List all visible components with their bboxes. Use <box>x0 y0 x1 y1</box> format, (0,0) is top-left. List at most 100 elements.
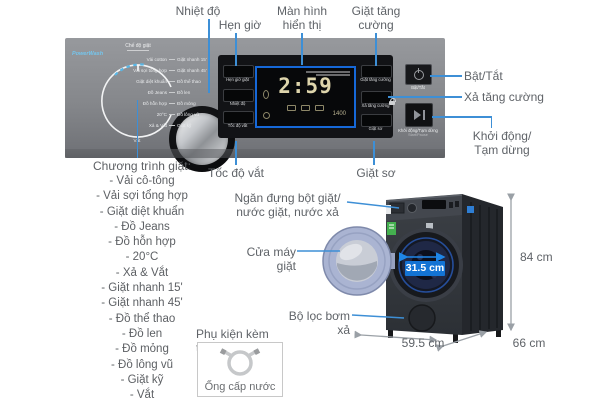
program-item: Giặt nhanh 15' <box>68 281 216 296</box>
callout-line-drawer <box>346 201 400 209</box>
callout-line-power <box>430 75 462 77</box>
machine-side <box>462 194 503 335</box>
callout-prewash: Giặt sơ <box>356 166 396 180</box>
program-item: Giặt diệt khuẩn <box>68 205 216 220</box>
extra-rinse-button <box>361 91 392 104</box>
program-item: Đồ len <box>68 327 216 342</box>
power-wash-button-label: Giặt tăng cường <box>360 77 391 82</box>
knob-callout-line <box>136 100 138 158</box>
program-item: Đồ thể thao <box>68 312 216 327</box>
prewash-button <box>361 114 392 127</box>
callout-drawer: Ngăn đựng bột giặt/ nước giặt, nước xả <box>230 191 345 219</box>
spin-button-label: Tốc độ vắt <box>227 123 248 128</box>
program-item: Giặt nhanh 45' <box>68 296 216 311</box>
power-icon-line <box>418 68 420 73</box>
accessory-box: Ống cấp nước <box>197 342 283 397</box>
extra-rinse-button-label: Xả tăng cường <box>361 103 390 108</box>
display-zone: Hẹn giờ giặt Nhiệt độ Tốc độ vắt 2:59 14… <box>218 55 393 138</box>
callout-line-timer <box>235 33 237 66</box>
cycle-icon <box>263 112 270 119</box>
callout-line-start-h <box>432 116 492 118</box>
lcd-spin-speed: 1400 <box>332 111 346 117</box>
temp-button-label: Nhiệt độ <box>229 101 246 106</box>
power-wash-button <box>361 65 392 78</box>
callout-extra-rinse: Xả tăng cường <box>464 90 544 104</box>
callout-display: Màn hình hiển thị <box>276 4 328 32</box>
prewash-button-label: Giặt sơ <box>368 126 383 131</box>
fineprint-line <box>306 71 350 73</box>
callout-temperature: Nhiệt độ <box>175 4 221 18</box>
lcd-display: 2:59 1400 <box>255 66 356 128</box>
temp-button <box>223 89 254 102</box>
callout-line-spin-speed <box>235 141 237 165</box>
callout-line-temperature <box>208 19 210 93</box>
lock-icon-body <box>389 101 395 105</box>
knob-label-sport: Đồ thể thao <box>169 79 201 84</box>
lock-icon <box>390 98 396 102</box>
callout-drawer-line1: Ngăn đựng bột giặt/ <box>234 191 341 205</box>
callout-line-prewash <box>373 141 375 165</box>
pump-filter <box>408 304 436 332</box>
program-item: Đồ Jeans <box>68 220 216 235</box>
depth-dimension: 66 cm <box>512 336 546 350</box>
callout-drawer-line2: nước giặt, nước xả <box>236 205 339 219</box>
door-diameter-badge: 31.5 cm <box>405 261 445 276</box>
accessory-item-label: Ống cấp nước <box>204 381 276 393</box>
callout-power: Bật/Tắt <box>464 69 503 83</box>
knob-label-mixed: Đồ hỗn hợp <box>143 101 175 106</box>
knob-label-delicate: Đồ mỏng <box>169 101 196 106</box>
width-arrow <box>354 330 438 344</box>
lcd-indicator <box>315 105 324 111</box>
mode-subtext-bar <box>127 49 149 51</box>
knob-label-quick15: Giặt nhanh 15' <box>169 57 207 62</box>
delay-button-label: Hẹn giờ giặt <box>226 77 249 82</box>
mini-knob <box>407 203 417 213</box>
program-item: Vải cô-tông <box>68 174 216 189</box>
program-list-title: Chương trình giặt: <box>93 159 191 173</box>
callout-line-extra-rinse <box>388 96 462 98</box>
callout-start-pause: Khởi động/ Tạm dừng <box>458 129 546 157</box>
callout-timer: Hẹn giờ <box>218 18 262 32</box>
start-pause-button <box>405 103 433 127</box>
lcd-indicator <box>301 105 310 111</box>
callout-line-start-v <box>490 116 492 128</box>
spec-badge <box>426 223 433 232</box>
lcd-time: 2:59 <box>278 74 333 98</box>
knob-label-rinse-spin: Xả & Vắt <box>149 123 175 128</box>
machine-foot <box>496 329 501 337</box>
callout-power-wash: Giặt tăng cường <box>351 4 401 32</box>
brand-badge <box>467 206 474 213</box>
program-item: Xả & Vắt <box>68 266 216 281</box>
play-icon <box>414 110 421 120</box>
height-dimension: 84 cm <box>520 250 553 264</box>
program-item: Đồ mỏng <box>68 342 216 357</box>
knob-mode-title: Chế độ giặt <box>125 43 151 49</box>
program-item: Giặt kỹ <box>68 373 216 388</box>
mini-display <box>422 200 446 209</box>
knob-label-hygiene: Giặt diệt khuẩn <box>136 79 175 84</box>
powerwash-logo: PowerWash <box>72 51 104 57</box>
knob-label-20c: 20°C <box>157 112 175 117</box>
control-panel: PowerWash Chế độ giặt Vải cotton Vải sợi… <box>65 38 445 172</box>
depth-arrow <box>435 330 488 352</box>
program-item: Đồ lông vũ <box>68 358 216 373</box>
lcd-indicator <box>287 105 296 111</box>
callout-start-line1: Khởi động/ <box>472 129 532 143</box>
knob-label-intensive: Giặt kỹ <box>169 123 191 128</box>
spin-button <box>223 111 254 124</box>
knob-label-duvet: Đồ lông vũ <box>169 112 199 117</box>
callout-door: Cửa máy giặt <box>246 245 296 273</box>
callout-spin-speed: Tốc độ vắt <box>207 166 265 180</box>
start-pause-label-main: Khởi động/Tạm dừng <box>398 128 438 133</box>
water-hose-icon <box>219 348 261 376</box>
knob-label-cotton: Vải cotton <box>147 57 175 62</box>
delay-button <box>223 65 254 78</box>
panel-bottom-trim <box>65 149 445 158</box>
knob-label-rapid45: Giặt nhanh 45' <box>169 68 207 73</box>
callout-line-display <box>301 33 303 65</box>
program-list: Chương trình giặt: Vải cô-tông Vải sợi t… <box>68 158 216 400</box>
callout-line-filter <box>351 314 405 319</box>
knob-label-jeans: Đồ Jeans <box>148 90 175 95</box>
knob-label-synthetic: Vải sợi tổng hợp <box>133 68 175 73</box>
